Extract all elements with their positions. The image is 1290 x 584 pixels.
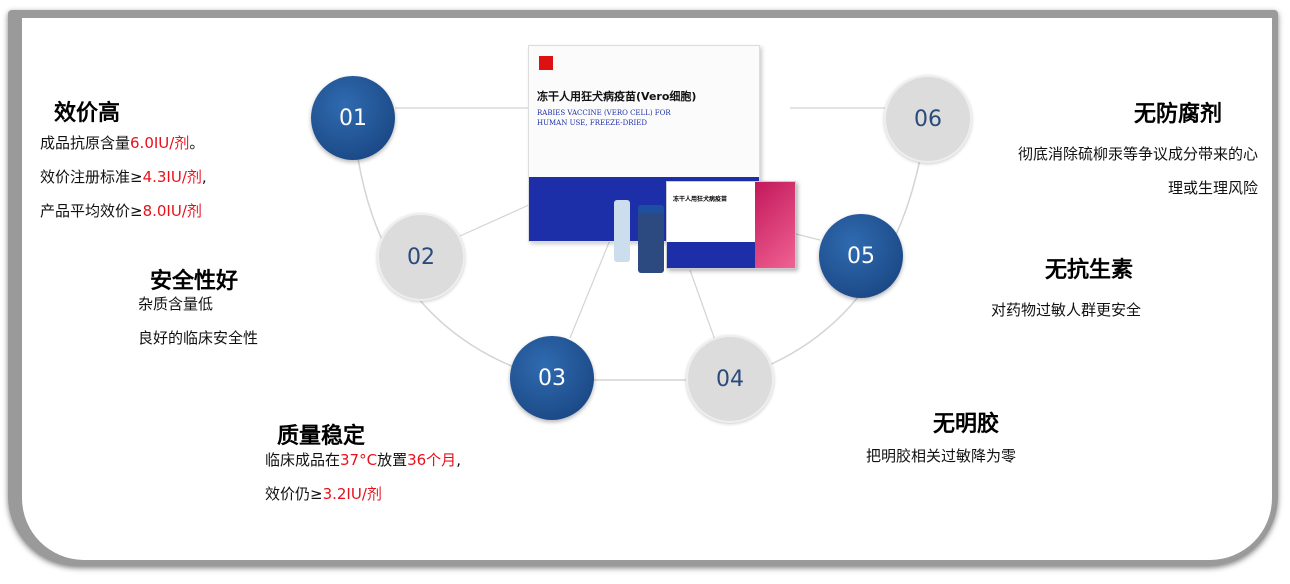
step-05-circle: 05 [819,214,903,298]
product-english: RABIES VACCINE (VERO CELL) FOR HUMAN USE… [537,109,671,127]
preservative-title: 无防腐剂 [1134,102,1223,127]
potency-title: 效价高 [54,101,121,126]
step-06-circle: 06 [884,75,972,163]
step-02-circle: 02 [377,213,465,301]
safety-title: 安全性好 [150,269,239,294]
preservative-text: 彻底消除硫柳汞等争议成分带来的心理或生理风险 [1017,145,1258,197]
gelatin-title: 无明胶 [933,412,1000,437]
safety-text: 杂质含量低良好的临床安全性 [138,295,259,347]
step-04-circle: 04 [686,335,774,423]
step-03-circle: 03 [510,336,594,420]
step-01-circle: 01 [311,76,395,160]
stable-title: 质量稳定 [277,424,366,449]
product-title: 冻干人用狂犬病疫苗(Vero细胞) [537,90,697,103]
vaccine-product-image: 冻干人用狂犬病疫苗(Vero细胞) RABIES VACCINE (VERO C… [526,45,796,273]
potency-text: 成品抗原含量6.0IU/剂。 效价注册标准≥4.3IU/剂, 产品平均效价≥8.… [40,134,207,220]
brand-logo-icon [539,56,553,70]
antibiotic-title: 无抗生素 [1045,258,1134,283]
stable-text: 临床成品在37°C放置36个月, 效价仍≥3.2IU/剂 [265,451,461,503]
antibiotic-text: 对药物过敏人群更安全 [991,301,1142,319]
gelatin-text: 把明胶相关过敏降为零 [866,447,1017,465]
